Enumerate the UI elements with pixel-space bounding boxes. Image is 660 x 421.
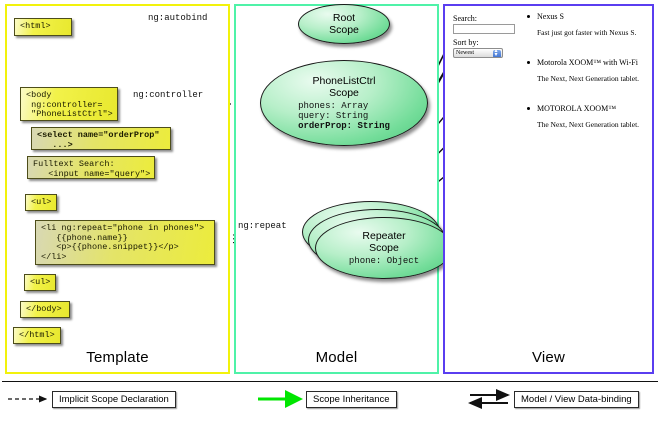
- panel-title-template: Template: [86, 349, 149, 366]
- code-box-select-tag: <select name="orderProp" ...>: [31, 127, 171, 150]
- code-box-body-close: </body>: [20, 301, 70, 318]
- phone-snippet: The Next, Next Generation tablet.: [537, 74, 640, 83]
- sort-by-label: Sort by:: [453, 38, 479, 47]
- sort-by-selected-value: Newest: [456, 50, 474, 56]
- legend-item-scope-inheritance: Scope Inheritance: [306, 391, 397, 408]
- bullet-icon: [527, 107, 530, 110]
- list-item: MOTOROLA XOOM™: [527, 104, 616, 113]
- bullet-icon: [527, 61, 530, 64]
- code-box-ul-open: <ul>: [25, 194, 57, 211]
- phonelistctrl-scope-props: phones: Array query: String orderProp: S…: [298, 101, 390, 131]
- panel-view: View: [443, 4, 654, 374]
- list-item: Motorola XOOM™ with Wi-Fi: [527, 58, 638, 67]
- list-item-snippet: The Next, Next Generation tablet.: [527, 120, 639, 129]
- code-box-ul-close: <ul>: [24, 274, 56, 291]
- repeater-scope-props: phone: Object: [348, 256, 420, 266]
- phone-snippet: The Next, Next Generation tablet.: [537, 120, 640, 129]
- code-box-html-close: </html>: [13, 327, 61, 344]
- search-label: Search:: [453, 14, 477, 23]
- legend-item-implicit-scope-declaration: Implicit Scope Declaration: [52, 391, 176, 408]
- phonelistctrl-props-bold: orderProp: String: [298, 121, 390, 131]
- list-item-snippet: Fast just got faster with Nexus S.: [527, 28, 636, 37]
- phone-name: Motorola XOOM™ with Wi-Fi: [537, 58, 638, 67]
- search-input[interactable]: [453, 24, 515, 34]
- code-box-body-open: <body ng:controller= "PhoneListCtrl">: [20, 87, 118, 121]
- code-box-html-open: <html>: [14, 18, 72, 36]
- phone-name: MOTOROLA XOOM™: [537, 104, 617, 113]
- legend-item-model-view-data-binding: Model / View Data-binding: [514, 391, 639, 408]
- legend: Implicit Scope Declaration Scope Inherit…: [0, 381, 660, 421]
- panel-title-model: Model: [315, 349, 358, 366]
- connector-label-ng-controller: ng:controller: [133, 90, 204, 100]
- code-box-fulltext-search: Fulltext Search: <input name="query">: [27, 156, 155, 179]
- connector-label-ng-autobind: ng:autobind: [148, 13, 208, 23]
- panel-title-view: View: [531, 349, 566, 366]
- select-stepper-icon[interactable]: [493, 49, 501, 57]
- list-item-snippet: The Next, Next Generation tablet.: [527, 74, 639, 83]
- bullet-icon: [527, 15, 530, 18]
- sort-by-select[interactable]: Newest: [453, 48, 503, 58]
- phonelistctrl-props-plain: phones: Array query: String: [298, 101, 369, 121]
- code-box-li-repeat: <li ng:repeat="phone in phones"> {{phone…: [35, 220, 215, 265]
- connector-label-ng-repeat: ng:repeat: [238, 221, 287, 231]
- phone-name: Nexus S: [537, 12, 564, 21]
- legend-line-layer: [2, 381, 658, 409]
- panel-template: Template: [5, 4, 230, 374]
- list-item: Nexus S: [527, 12, 564, 21]
- phone-snippet: Fast just got faster with Nexus S.: [537, 28, 637, 37]
